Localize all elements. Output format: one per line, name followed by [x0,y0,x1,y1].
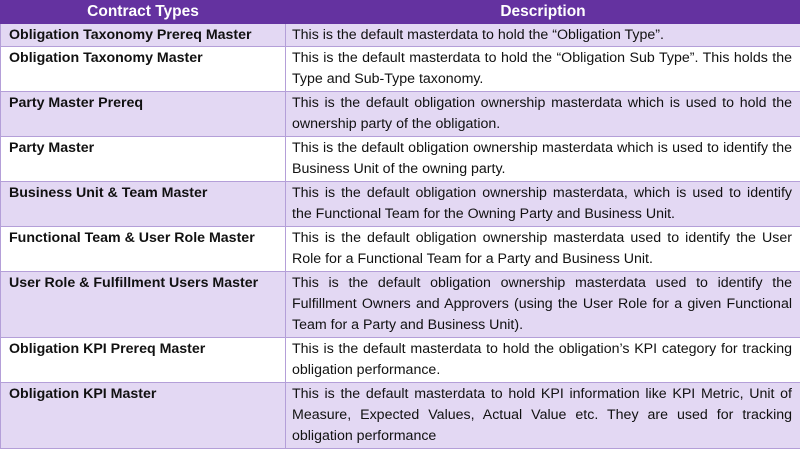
table-row: Business Unit & Team Master This is the … [1,182,800,227]
contract-type-description: This is the default masterdata to hold K… [286,383,800,449]
contract-type-name: Obligation Taxonomy Master [1,47,286,92]
contract-type-description: This is the default masterdata to hold t… [286,24,800,47]
table-row: User Role & Fulfillment Users Master Thi… [1,272,800,338]
contract-type-description: This is the default obligation ownership… [286,137,800,182]
table-row: Obligation KPI Prereq Master This is the… [1,338,800,383]
contract-type-description: This is the default obligation ownership… [286,272,800,338]
table-header-row: Contract Types Description [1,1,800,24]
contract-type-name: User Role & Fulfillment Users Master [1,272,286,338]
contract-type-description: This is the default obligation ownership… [286,182,800,227]
table-row: Obligation Taxonomy Master This is the d… [1,47,800,92]
contract-type-name: Party Master Prereq [1,92,286,137]
column-header-description: Description [286,1,800,24]
table-row: Obligation Taxonomy Prereq Master This i… [1,24,800,47]
contract-type-description: This is the default masterdata to hold t… [286,338,800,383]
contract-type-description: This is the default masterdata to hold t… [286,47,800,92]
contract-type-name: Functional Team & User Role Master [1,227,286,272]
contract-type-name: Party Master [1,137,286,182]
contract-type-name: Obligation KPI Prereq Master [1,338,286,383]
contract-type-description: This is the default obligation ownership… [286,227,800,272]
table-row: Functional Team & User Role Master This … [1,227,800,272]
contract-type-name: Obligation KPI Master [1,383,286,449]
table-row: Party Master Prereq This is the default … [1,92,800,137]
contract-type-description: This is the default obligation ownership… [286,92,800,137]
column-header-contract-types: Contract Types [1,1,286,24]
contract-type-name: Obligation Taxonomy Prereq Master [1,24,286,47]
table-row: Party Master This is the default obligat… [1,137,800,182]
table-row: Obligation KPI Master This is the defaul… [1,383,800,449]
contract-type-name: Business Unit & Team Master [1,182,286,227]
